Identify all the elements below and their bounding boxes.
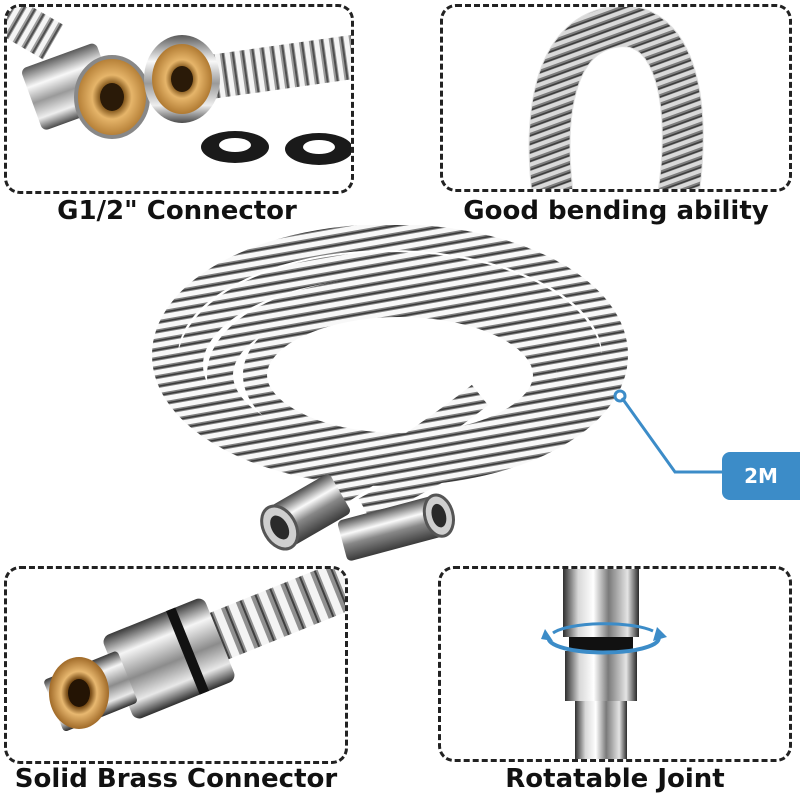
panel-brass-connector [4, 566, 348, 764]
hose-end-connector [260, 474, 350, 551]
brass-connector-illustration [44, 569, 345, 732]
connector-illustration [7, 7, 351, 165]
caption-rotatable-joint: Rotatable Joint [505, 764, 725, 794]
hose-segment [184, 34, 351, 102]
bending-illustration [528, 7, 704, 189]
joint-stem [575, 701, 627, 759]
panel-bending [440, 4, 792, 192]
caption-connector: G1/2" Connector [57, 196, 297, 226]
panel-connector [4, 4, 354, 194]
length-badge: 2M [722, 452, 800, 500]
caption-bending: Good bending ability [463, 196, 769, 226]
joint-lower [565, 651, 637, 701]
rotation-arrow-icon [541, 622, 667, 655]
panel-rotatable-joint [438, 566, 792, 762]
bent-hose [529, 7, 703, 189]
caption-brass-connector: Solid Brass Connector [14, 764, 338, 794]
coiled-hose [152, 225, 628, 561]
rotatable-joint-illustration [541, 569, 667, 759]
joint-ring [569, 637, 633, 651]
hose-end-connector [337, 493, 455, 561]
hose-segment [191, 569, 345, 667]
callout-line-icon [613, 389, 722, 474]
hose-segment [7, 7, 63, 60]
